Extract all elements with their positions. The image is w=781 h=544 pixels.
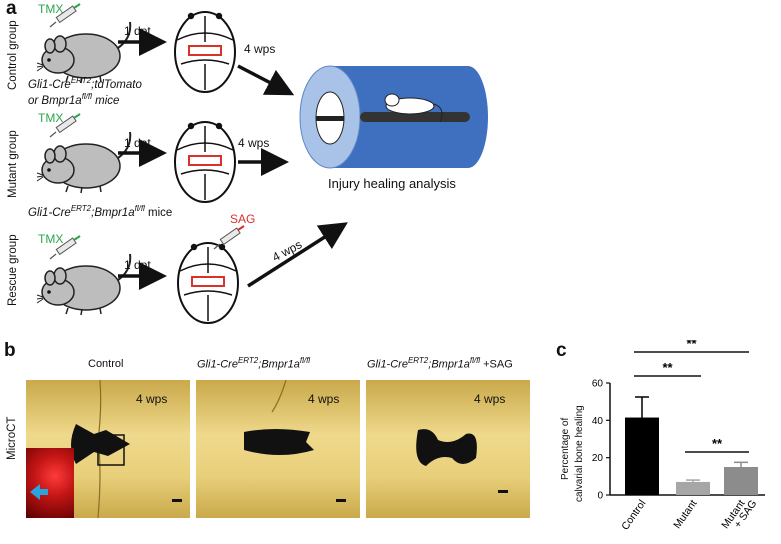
inset-fluorescence bbox=[26, 448, 74, 518]
inset-arrow-icon bbox=[30, 484, 48, 500]
category-label-1: Mutant bbox=[671, 498, 699, 531]
ct-col3-timepoint: 4 wps bbox=[474, 392, 506, 406]
chart-ylabel-line1: Percentage of bbox=[560, 417, 571, 480]
y-tick-label: 60 bbox=[592, 379, 604, 390]
significance-label-2: ** bbox=[712, 436, 723, 451]
rescue-mouse bbox=[36, 253, 132, 316]
ct-image-rescue: 4 wps bbox=[366, 380, 530, 518]
control-mouse bbox=[36, 21, 132, 84]
rescue-step1-label: 1 dpt bbox=[124, 258, 151, 272]
microct-row-label: MicroCT bbox=[6, 416, 18, 460]
ct-col2-timepoint: 4 wps bbox=[308, 392, 340, 406]
ct-col2-title: Gli1-CreERT2;Bmpr1afl/fl bbox=[197, 356, 311, 371]
control-skull-icon bbox=[174, 11, 236, 93]
mutant-tmx-label: TMX bbox=[38, 111, 64, 125]
bar-1 bbox=[676, 481, 710, 495]
mutant-genotype: Gli1-CreERT2;Bmpr1afl/fl mice bbox=[28, 204, 173, 219]
bar-2 bbox=[724, 467, 758, 495]
analysis-scanner-icon bbox=[299, 65, 488, 169]
bar-0 bbox=[625, 417, 659, 495]
control-syringe-icon bbox=[49, 3, 81, 28]
mutant-skull-icon bbox=[174, 121, 236, 203]
control-tmx-label: TMX bbox=[38, 2, 64, 16]
ct-image-mutant: 4 wps bbox=[196, 380, 360, 518]
control-genotype-line1: Gli1-CreERT2;tdTomato bbox=[28, 76, 142, 91]
significance-label-1: ** bbox=[662, 360, 673, 375]
panel-b-letter: b bbox=[4, 340, 16, 361]
panel-a-schematic bbox=[36, 3, 488, 324]
category-label-0: Control bbox=[619, 498, 648, 533]
significance-label-0: ** bbox=[686, 340, 697, 351]
sag-syringe-icon bbox=[213, 225, 245, 250]
mutant-step1-label: 1 dpt bbox=[124, 136, 151, 150]
control-step1-label: 1 dpt bbox=[124, 24, 151, 38]
control-genotype-line2: or Bmpr1afl/fl mice bbox=[28, 92, 120, 107]
ct-col1-timepoint: 4 wps bbox=[136, 392, 168, 406]
rescue-arrow-4wps bbox=[247, 222, 348, 288]
rescue-syringe-icon bbox=[49, 235, 81, 260]
mutant-step2-label: 4 wps bbox=[238, 136, 270, 150]
analysis-label: Injury healing analysis bbox=[328, 176, 456, 191]
ct-col1-title: Control bbox=[88, 358, 124, 370]
control-step2-label: 4 wps bbox=[244, 42, 276, 56]
control-arrow-4wps bbox=[237, 64, 295, 96]
mutant-mouse bbox=[36, 131, 132, 194]
y-tick-label: 0 bbox=[597, 491, 603, 502]
panel-c-letter: c bbox=[556, 340, 567, 361]
panel-a-letter: a bbox=[6, 0, 17, 19]
ct-col3-title: Gli1-CreERT2;Bmpr1afl/fl +SAG bbox=[367, 356, 513, 371]
rescue-tmx-label: TMX bbox=[38, 232, 64, 246]
sag-label: SAG bbox=[230, 212, 256, 226]
y-tick-label: 20 bbox=[592, 453, 604, 464]
rescue-skull-icon bbox=[177, 242, 239, 324]
ct-image-control: 4 wps bbox=[26, 380, 190, 518]
mutant-syringe-icon bbox=[49, 113, 81, 138]
y-tick-label: 40 bbox=[592, 416, 604, 427]
